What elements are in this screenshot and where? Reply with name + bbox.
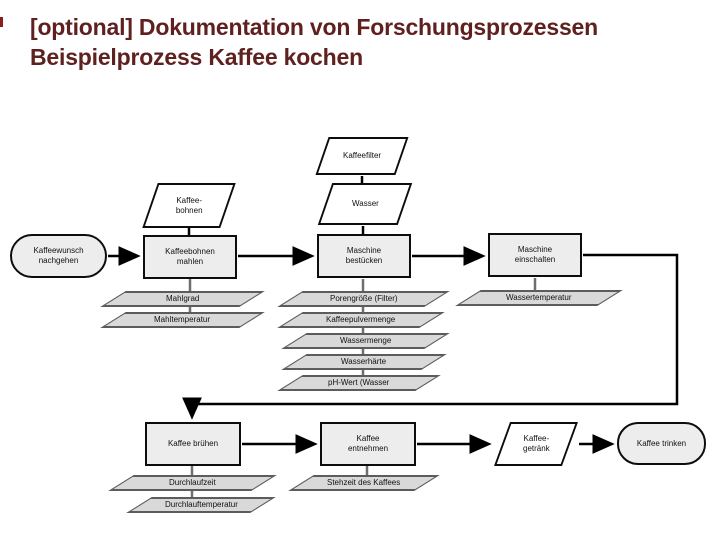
node-label: Kaffeepulvermenge bbox=[326, 315, 396, 324]
node-label: Wassermenge bbox=[339, 336, 392, 345]
node-wasser: Wasser bbox=[317, 183, 413, 225]
node-label: Durchlaufzeit bbox=[169, 478, 216, 487]
edge-einschalten-bruehen bbox=[182, 253, 679, 420]
node-stehzeit-des-kaffees: Stehzeit des Kaffees bbox=[288, 475, 440, 491]
node-kaffee-trinken: Kaffee trinken bbox=[617, 422, 706, 465]
node-label: Stehzeit des Kaffees bbox=[327, 478, 401, 487]
node-label: Kaffee- bohnen bbox=[175, 195, 203, 215]
node-label: Wasserhärte bbox=[341, 357, 387, 366]
node-durchlauftemperatur: Durchlauftemperatur bbox=[126, 497, 276, 513]
node-label: pH-Wert (Wasser bbox=[328, 378, 390, 387]
node-mahltemperatur: Mahltemperatur bbox=[100, 312, 265, 328]
slide-title-line2: Beispielprozess Kaffee kochen bbox=[30, 44, 363, 70]
node-durchlaufzeit: Durchlaufzeit bbox=[108, 475, 277, 491]
node-label: Kaffee trinken bbox=[636, 438, 687, 448]
node-label: Durchlauftemperatur bbox=[164, 500, 238, 509]
node-label: Wassertemperatur bbox=[506, 293, 572, 302]
node-kaffeewunsch-nachgehen: Kaffeewunsch nachgehen bbox=[10, 234, 107, 278]
node-label: Maschine bestücken bbox=[345, 246, 383, 265]
node-wasserhaerte: Wasserhärte bbox=[281, 354, 447, 370]
node-label: Wasser bbox=[351, 199, 379, 208]
node-ph-wert-wasser: pH-Wert (Wasser bbox=[277, 375, 441, 391]
node-label: Kaffeefilter bbox=[342, 151, 382, 160]
node-kaffeepulvermenge: Kaffeepulvermenge bbox=[277, 312, 445, 328]
node-label: Kaffeewunsch nachgehen bbox=[33, 246, 84, 265]
node-label: Mahltemperatur bbox=[154, 315, 211, 324]
slide-edge-marker bbox=[0, 17, 3, 27]
node-kaffee-entnehmen: Kaffee entnehmen bbox=[320, 422, 416, 466]
slide-title: [optional] Dokumentation von Forschungsp… bbox=[30, 12, 690, 72]
node-label: Kaffee brühen bbox=[167, 439, 219, 448]
node-wassertemperatur: Wassertemperatur bbox=[455, 290, 623, 306]
node-wassermenge: Wassermenge bbox=[281, 333, 450, 349]
node-label: Porengröße (Filter) bbox=[329, 294, 398, 303]
node-kaffeebohnen-mahlen: Kaffeebohnen mahlen bbox=[143, 235, 237, 279]
node-maschine-einschalten: Maschine einschalten bbox=[488, 233, 582, 277]
node-kaffee-bohnen: Kaffee- bohnen bbox=[142, 183, 236, 228]
node-label: Kaffee entnehmen bbox=[347, 434, 389, 453]
node-kaffee-bruehen: Kaffee brühen bbox=[145, 422, 241, 466]
node-label: Maschine einschalten bbox=[514, 245, 556, 264]
node-kaffeefilter: Kaffeefilter bbox=[315, 137, 409, 175]
node-maschine-bestuecken: Maschine bestücken bbox=[317, 234, 411, 278]
node-label: Kaffee- getränk bbox=[522, 434, 550, 453]
node-mahlgrad: Mahlgrad bbox=[100, 291, 265, 307]
node-label: Mahlgrad bbox=[165, 294, 200, 303]
slide-title-line1: [optional] Dokumentation von Forschungsp… bbox=[30, 14, 598, 40]
node-porengroesse-filter: Porengröße (Filter) bbox=[277, 291, 450, 307]
node-label: Kaffeebohnen mahlen bbox=[165, 247, 215, 266]
